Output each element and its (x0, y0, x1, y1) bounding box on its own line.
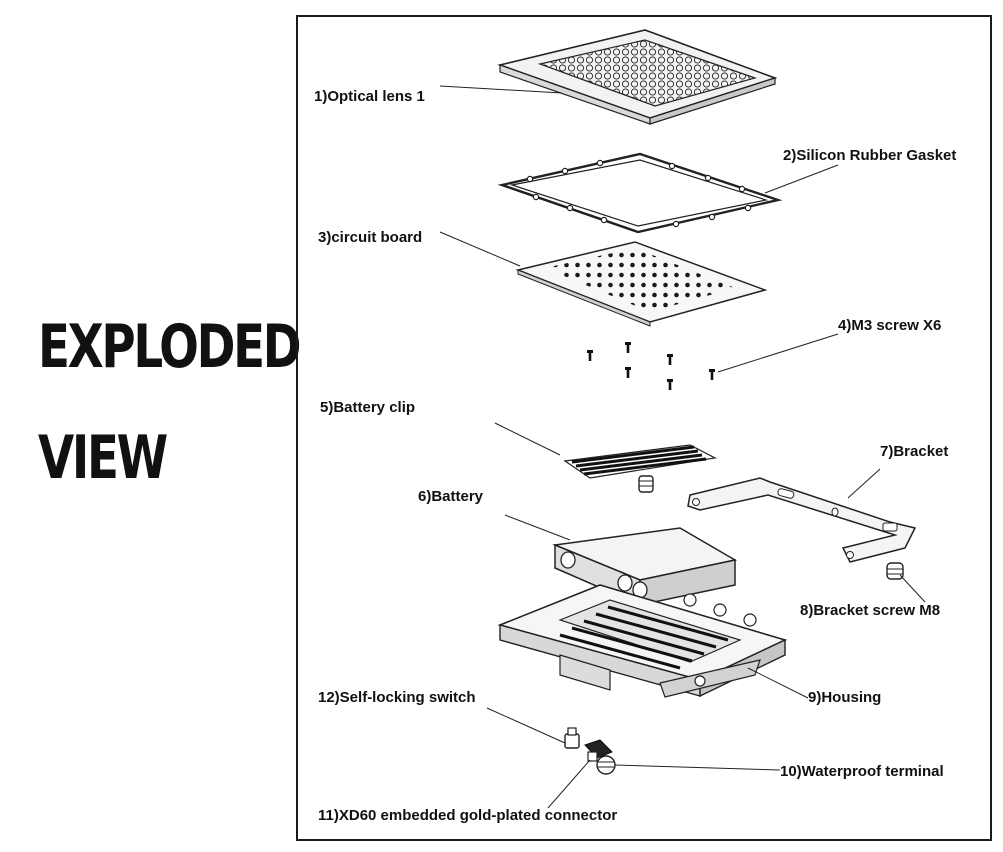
diagram-frame (296, 15, 992, 841)
battery-clip-part (563, 444, 717, 493)
label-housing: 9)Housing (808, 689, 882, 706)
rubber-gasket-part (497, 152, 783, 234)
waterproof-terminal-part (596, 755, 616, 775)
leader-line-9 (747, 667, 809, 699)
m3-screws-part (587, 342, 715, 390)
label-battery: 6)Battery (418, 488, 484, 505)
label-m3-screw: 4)M3 screw X6 (838, 317, 942, 334)
leader-line-8 (899, 574, 926, 603)
bracket-screw-part (886, 562, 904, 580)
leader-line-6 (504, 514, 571, 541)
housing-part (497, 584, 788, 698)
label-rubber-gasket: 2)Silicon Rubber Gasket (783, 147, 957, 164)
circuit-board-part (515, 241, 768, 327)
self-locking-switch-part (564, 727, 580, 749)
leader-lines (439, 85, 926, 809)
bracket-part (687, 477, 917, 563)
leader-line-10 (614, 764, 781, 771)
leader-line-1 (439, 85, 563, 94)
label-circuit-board: 3)circuit board (318, 229, 423, 246)
leader-line-11 (547, 759, 591, 809)
leader-line-12 (486, 707, 566, 744)
optical-lens-part (497, 29, 778, 125)
title-line-view: VIEW (38, 423, 168, 493)
xd60-connector-part (584, 739, 613, 762)
label-battery-clip: 5)Battery clip (320, 399, 416, 416)
label-self-locking-switch: 12)Self-locking switch (318, 689, 476, 706)
battery-part (552, 527, 738, 607)
label-xd60-connector: 11)XD60 embedded gold-plated connector (318, 807, 618, 824)
label-bracket: 7)Bracket (880, 443, 949, 460)
leader-line-4 (717, 333, 839, 373)
label-bracket-screw: 8)Bracket screw M8 (800, 602, 941, 619)
leader-line-7 (847, 468, 881, 499)
label-optical-lens: 1)Optical lens 1 (314, 88, 425, 105)
title-line-exploded: EXPLODED (38, 312, 302, 382)
leader-line-2 (764, 164, 839, 194)
leader-line-5 (494, 422, 561, 456)
label-waterproof-terminal: 10)Waterproof terminal (780, 763, 944, 780)
leader-line-3 (439, 231, 521, 267)
